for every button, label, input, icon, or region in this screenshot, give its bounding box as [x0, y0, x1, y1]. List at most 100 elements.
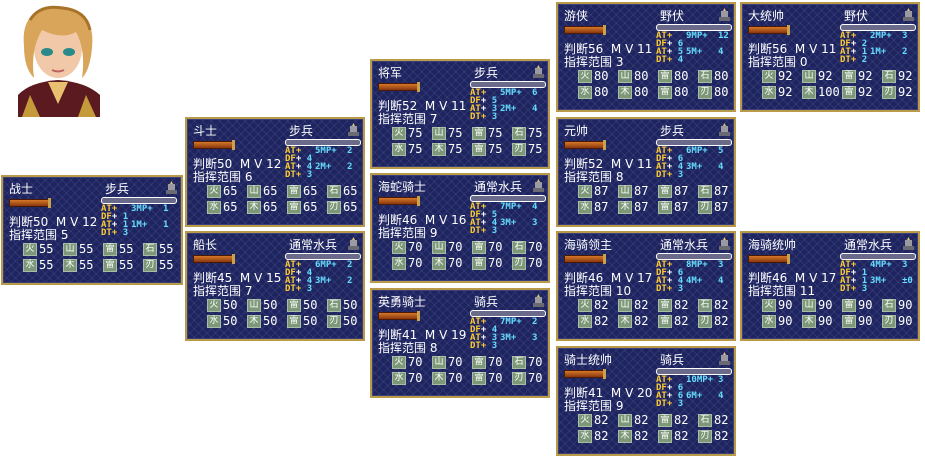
resist-value: 82 — [714, 413, 729, 427]
lamp-icon — [348, 237, 359, 250]
terrain-icon: 木 — [618, 86, 632, 99]
unit-type: 骑兵 — [660, 353, 685, 367]
weapon-icon — [193, 140, 235, 150]
terrain-icon: 火 — [578, 70, 592, 83]
unit-name: 元帅 — [564, 124, 589, 138]
terrain-icon: 水 — [578, 315, 592, 328]
unit-type: 步兵 — [289, 124, 314, 138]
terrain-icon: 山 — [432, 127, 446, 140]
terrain-icon: 石 — [698, 185, 712, 198]
unit-type: 野伏 — [844, 9, 869, 23]
weapon-icon — [564, 369, 606, 379]
unit-name: 大统帅 — [748, 9, 785, 23]
terrain-icon: 木 — [432, 257, 446, 270]
terrain-icon: 刃 — [143, 259, 157, 272]
terrain-icon: 刃 — [512, 372, 526, 385]
resist-value: 80 — [674, 85, 689, 99]
resist-value: 50 — [223, 298, 238, 312]
resist-value: 50 — [303, 298, 318, 312]
terrain-icon: 火 — [578, 299, 592, 312]
resist-value: 75 — [488, 142, 503, 156]
resist-value: 70 — [488, 256, 503, 270]
terrain-icon: 水 — [578, 201, 592, 214]
judge-and-move: 判断50 M V 12 — [193, 157, 282, 171]
terrain-icon: 火 — [207, 185, 221, 198]
resist-value: 82 — [594, 429, 609, 443]
terrain-icon: 石 — [882, 299, 896, 312]
weapon-icon — [564, 25, 606, 35]
resist-value: 80 — [674, 69, 689, 83]
terrain-icon: 石 — [698, 70, 712, 83]
terrain-icon: 木 — [618, 315, 632, 328]
resist-value: 92 — [898, 85, 913, 99]
resist-value: 70 — [448, 240, 463, 254]
weapon-icon — [193, 254, 235, 264]
unit-type: 通常水兵 — [289, 238, 338, 252]
command-range: 指挥范围 11 — [748, 284, 816, 298]
resist-value: 82 — [634, 429, 649, 443]
judge-and-move: 判断50 M V 12 — [9, 215, 98, 229]
resist-value: 82 — [714, 298, 729, 312]
terrain-icon: 刃 — [698, 430, 712, 443]
judge-and-move: 判断56 M V 11 — [564, 42, 653, 56]
resist-value: 82 — [674, 314, 689, 328]
terrain-icon: 山 — [432, 356, 446, 369]
terrain-icon: 雷 — [103, 259, 117, 272]
terrain-icon: 雷 — [842, 315, 856, 328]
terrain-icon: 火 — [578, 185, 592, 198]
resist-value: 82 — [714, 429, 729, 443]
terrain-icon: 木 — [432, 372, 446, 385]
weapon-icon — [748, 25, 790, 35]
terrain-icon: 雷 — [658, 86, 672, 99]
unit-name: 海蛇骑士 — [378, 180, 427, 194]
resist-value: 70 — [408, 240, 423, 254]
resist-value: 82 — [594, 413, 609, 427]
resist-value: 80 — [594, 85, 609, 99]
terrain-icon: 山 — [802, 299, 816, 312]
unit-name: 游侠 — [564, 9, 589, 23]
resist-value: 75 — [408, 142, 423, 156]
terrain-icon: 雷 — [472, 372, 486, 385]
resist-value: 55 — [159, 258, 174, 272]
command-range: 指挥范围 3 — [564, 55, 624, 69]
